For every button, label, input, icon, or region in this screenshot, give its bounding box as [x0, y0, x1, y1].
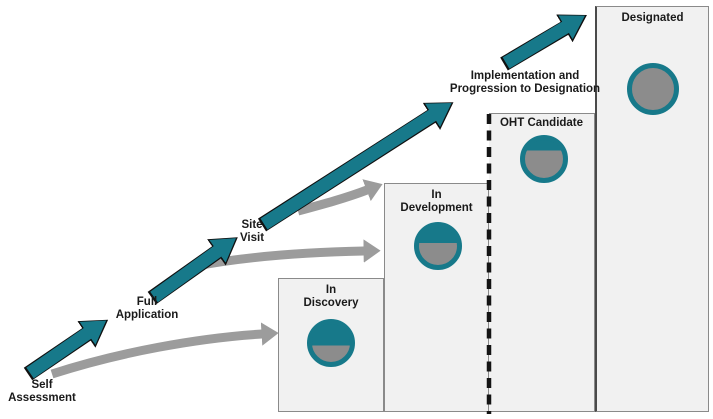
stage-box-designated: Designated	[595, 6, 709, 412]
stage-box-oht-candidate: OHT Candidate	[489, 113, 595, 412]
stage-title-in-discovery: In Discovery	[303, 284, 359, 309]
stage-box-in-discovery: In Discovery	[278, 278, 384, 412]
path-label-site-visit: Site Visit	[239, 219, 265, 244]
stage-title-oht-candidate: OHT Candidate	[499, 117, 584, 129]
flow-arrow-full-application	[150, 238, 236, 303]
progress-circle-designated	[627, 63, 679, 115]
flow-arrow-full-application-outline	[147, 237, 238, 305]
progress-circle-in-discovery	[307, 319, 355, 367]
transition-arrow-to-in-development-upper	[296, 179, 383, 216]
flow-arrow-self-assessment-outline	[23, 319, 109, 381]
transition-arrow-to-in-discovery	[50, 322, 279, 379]
path-label-implementation-progression: Implementation and Progression to Design…	[449, 70, 601, 95]
flow-arrow-to-designated-outline	[500, 14, 587, 71]
stage-box-in-development: In Development	[384, 183, 489, 412]
progress-circle-oht-candidate	[520, 135, 568, 183]
path-label-full-application: Full Application	[115, 296, 179, 321]
transition-arrow-to-in-development	[195, 239, 381, 271]
flow-arrow-to-designated	[502, 15, 585, 69]
flow-arrow-self-assessment	[26, 320, 107, 379]
progress-circle-in-development	[414, 222, 462, 270]
stage-title-in-development: In Development	[400, 189, 473, 214]
path-label-self-assessment: Self Assessment	[8, 379, 76, 404]
stage-title-designated: Designated	[621, 12, 684, 24]
